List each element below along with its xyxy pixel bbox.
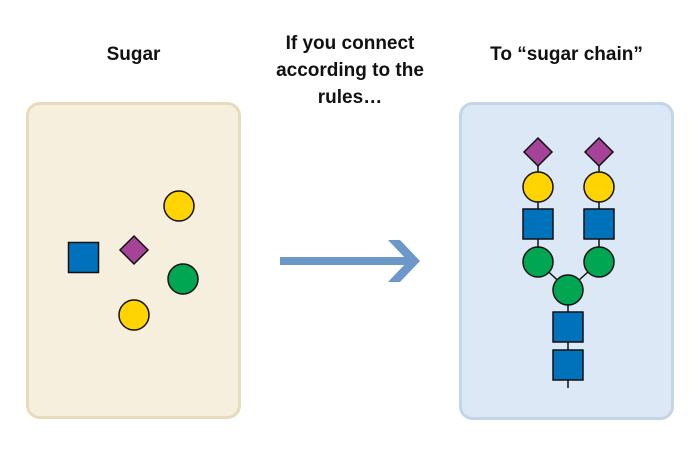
connect-caption: If you connect according to the rules… bbox=[276, 33, 424, 108]
green-circle-shape bbox=[583, 246, 615, 278]
purple-diamond-shape bbox=[522, 136, 554, 168]
green-circle-shape bbox=[167, 263, 199, 295]
blue-square-shape bbox=[552, 349, 584, 381]
sugar-chain-panel bbox=[459, 102, 674, 420]
purple-diamond-shape bbox=[583, 136, 615, 168]
blue-square-shape bbox=[583, 208, 615, 240]
yellow-circle-shape bbox=[522, 171, 554, 203]
green-circle-shape bbox=[522, 246, 554, 278]
yellow-circle-shape bbox=[118, 299, 150, 331]
blue-square-shape bbox=[522, 208, 554, 240]
green-circle-shape bbox=[552, 274, 584, 306]
yellow-circle-shape bbox=[583, 171, 615, 203]
yellow-circle-shape bbox=[163, 190, 195, 222]
sugar-chain bbox=[522, 136, 615, 388]
sugar-title: Sugar bbox=[106, 44, 161, 65]
blue-square-shape bbox=[552, 311, 584, 343]
sugar-chain-title: To “sugar chain” bbox=[490, 44, 643, 65]
blue-square-shape bbox=[67, 241, 100, 274]
arrow-icon bbox=[280, 240, 420, 282]
purple-diamond-shape bbox=[118, 234, 150, 266]
